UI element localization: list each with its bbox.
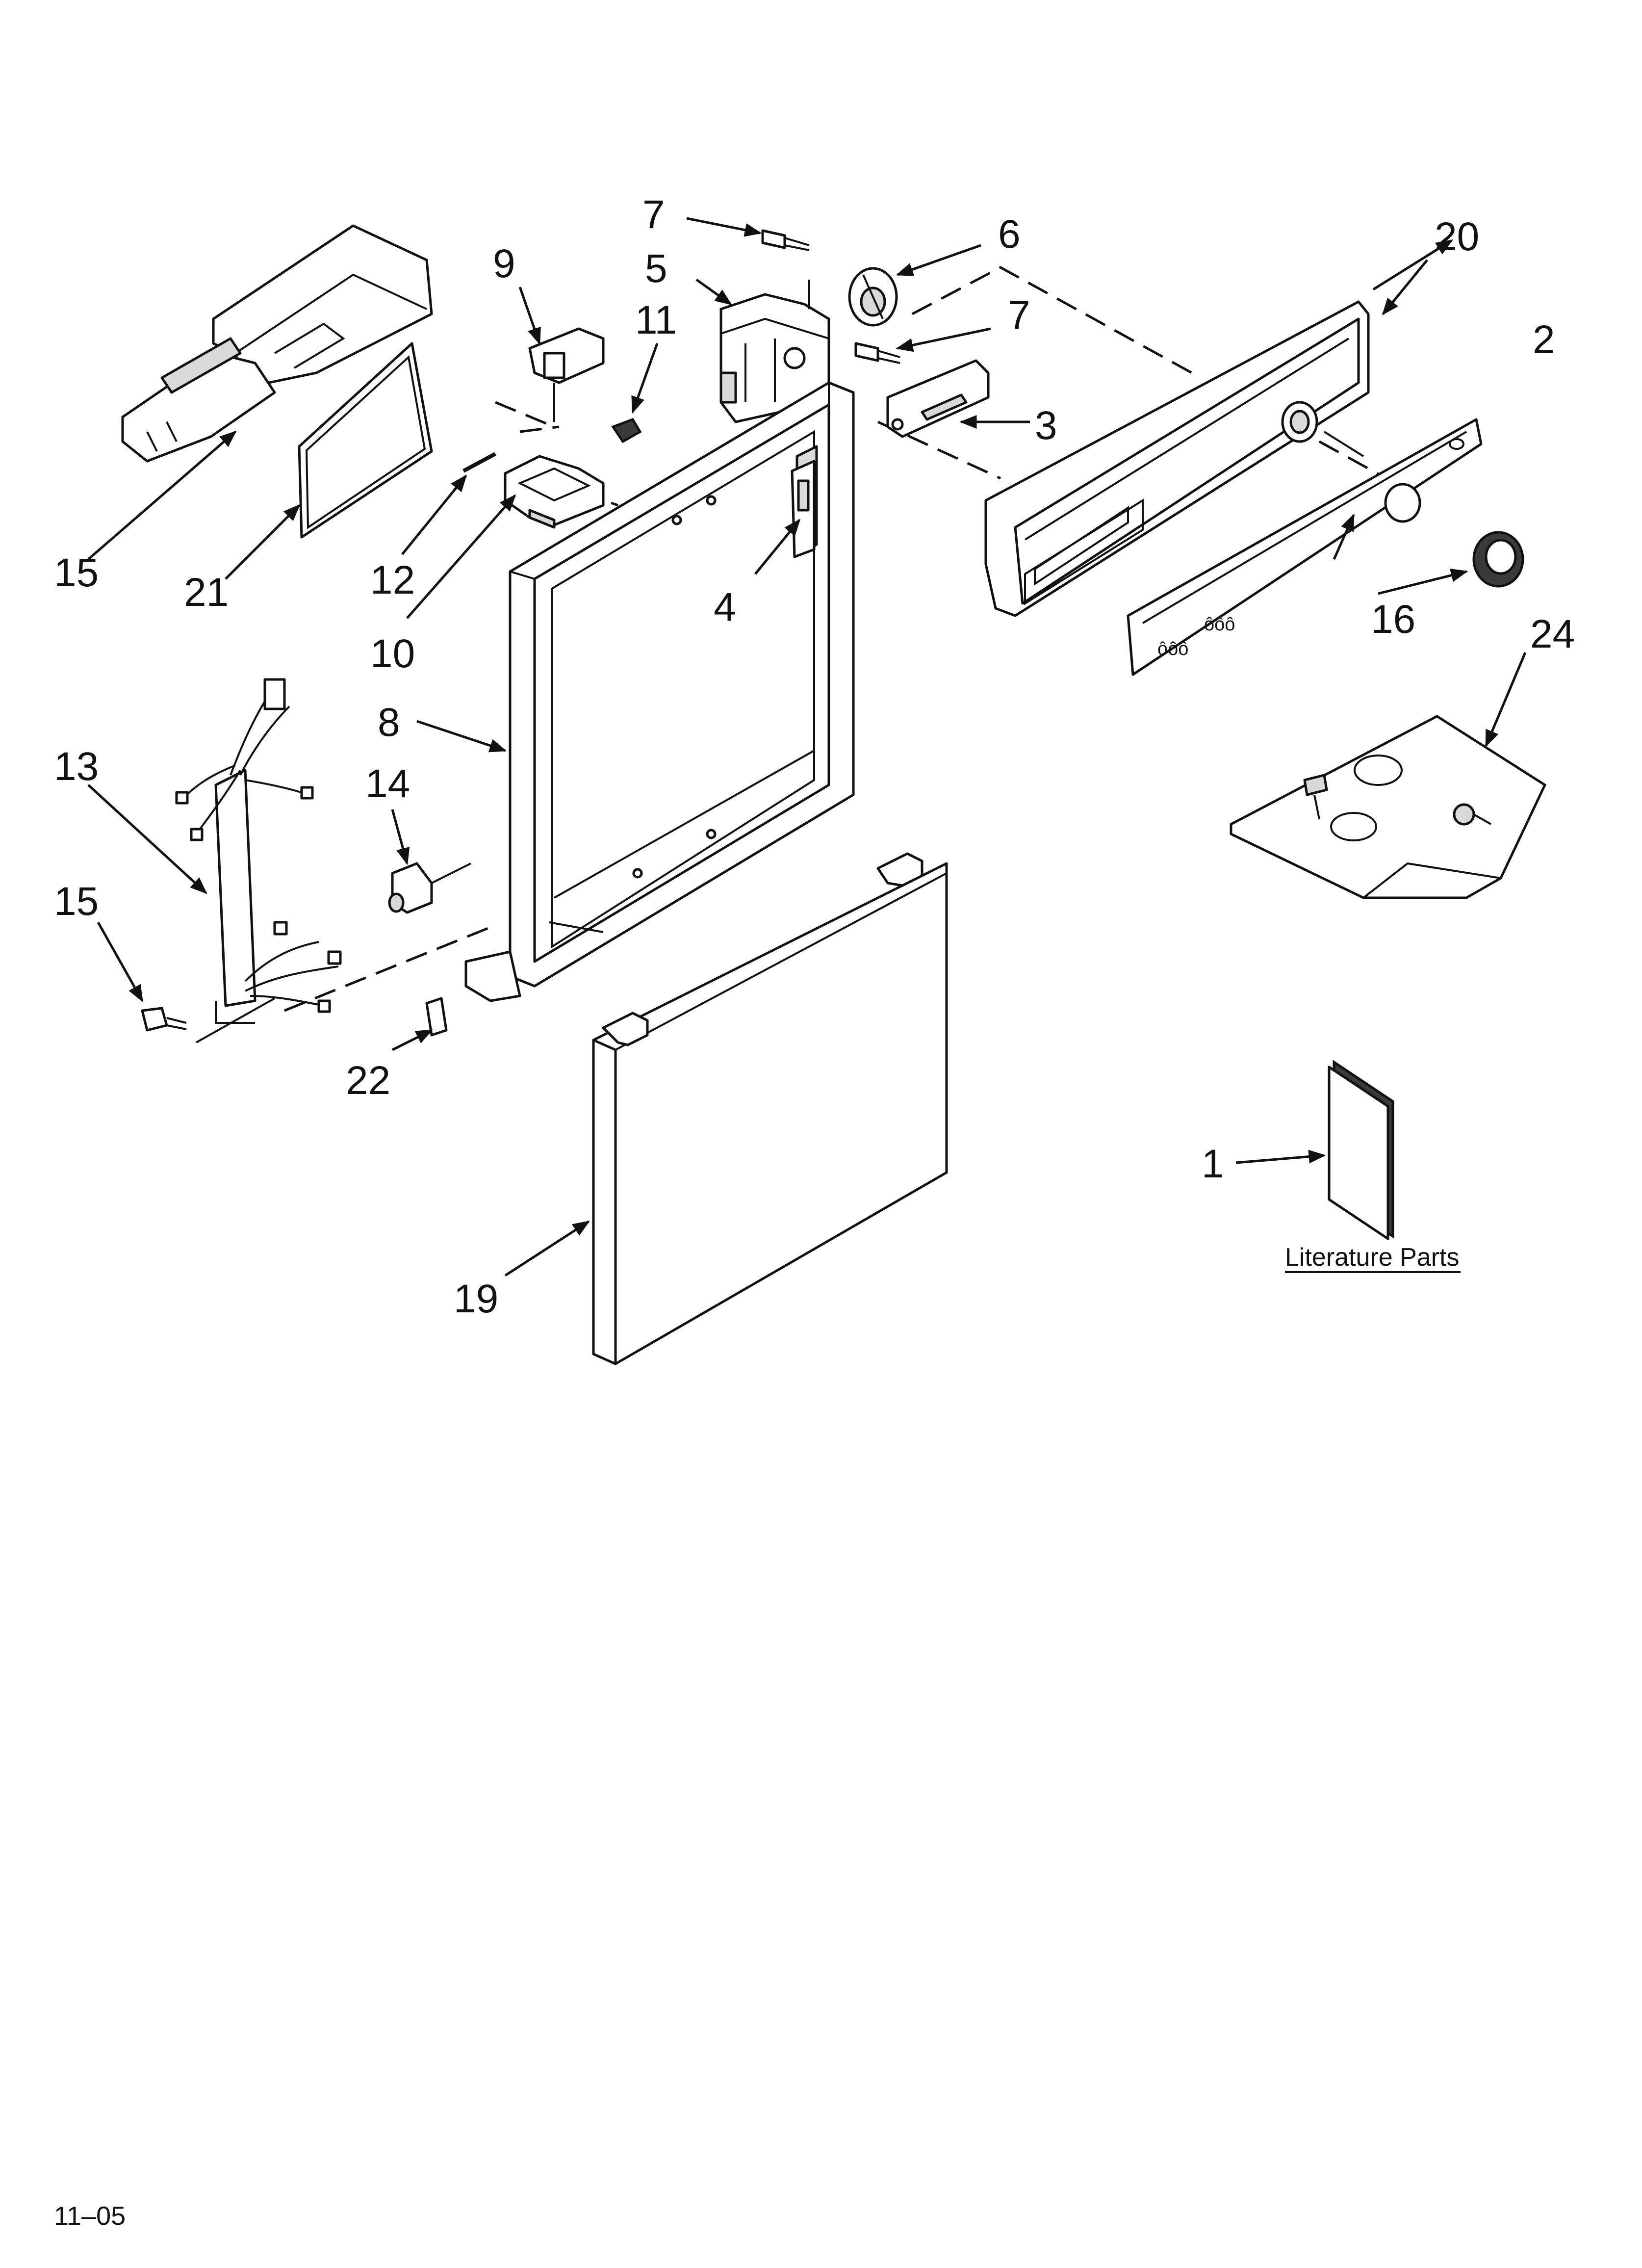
callout-14: 14: [365, 761, 410, 806]
part-3-switch-bracket: [886, 359, 990, 438]
part-16-vent-housing: [121, 224, 433, 463]
part-7-screw-lower: [854, 342, 900, 364]
callout-1: 1: [1202, 1142, 1224, 1186]
part-21-panel: [298, 342, 433, 539]
part-24-parts-bag: [1230, 715, 1546, 899]
part-8-door-frame: [464, 381, 855, 1002]
part-2-overlay: ôôô ôôô: [1127, 418, 1483, 676]
callout-2: 2: [1533, 317, 1555, 362]
part-11-switch: [611, 417, 642, 443]
part-14-connector: [388, 862, 471, 914]
callout-21: 21: [184, 570, 229, 615]
part-9-latch: [528, 327, 605, 422]
callout-3: 3: [1035, 403, 1057, 448]
callout-17: 16: [1371, 597, 1415, 642]
part-17-knob: [1472, 531, 1524, 588]
callout-20: 20: [1435, 214, 1479, 259]
callout-9: 9: [493, 241, 515, 286]
part-15-screw: [141, 1007, 187, 1032]
callout-4: 4: [714, 585, 736, 629]
callout-24: 24: [1530, 612, 1575, 656]
callout-22: 22: [346, 1058, 390, 1103]
callout-19: 19: [454, 1277, 498, 1321]
callout-6: 6: [998, 212, 1021, 257]
callout-15: 15: [54, 879, 99, 924]
part-12-pin: [462, 452, 496, 473]
callout-5: 5: [645, 246, 667, 291]
callout-13: 13: [54, 744, 99, 789]
part-6-knob-hub: [848, 267, 898, 327]
part-19-outer-door-panel: [592, 852, 948, 1365]
callout-10: 10: [370, 631, 415, 676]
part-13-wire-harness: [175, 678, 342, 1024]
part-7-screw-upper: [761, 229, 810, 251]
callout-8: 8: [378, 700, 400, 745]
callout-labels: 7 6 5 7 3 9 11 4 20 2 16 24 15 21 12 10 …: [54, 192, 1575, 1321]
callout-16: 15: [54, 550, 99, 595]
callout-7-upper: 7: [642, 192, 665, 237]
part-5-timer-module: [719, 280, 830, 423]
literature-parts-label: Literature Parts: [1285, 1243, 1460, 1272]
svg-text:ôôô: ôôô: [1157, 639, 1188, 659]
part-10-latch-base: [504, 455, 605, 529]
footer-date-code: 11–05: [54, 2201, 126, 2231]
callout-leaders: [87, 217, 1527, 1277]
callout-7-lower: 7: [1008, 293, 1030, 338]
part-20-control-console: [984, 300, 1370, 617]
part-1-literature-booklet: [1328, 1060, 1394, 1240]
svg-text:ôôô: ôôô: [1204, 614, 1235, 635]
part-4-bracket: [791, 460, 816, 558]
callout-12: 12: [370, 558, 415, 602]
callout-11: 11: [635, 298, 677, 342]
part-22-clip: [425, 997, 448, 1037]
